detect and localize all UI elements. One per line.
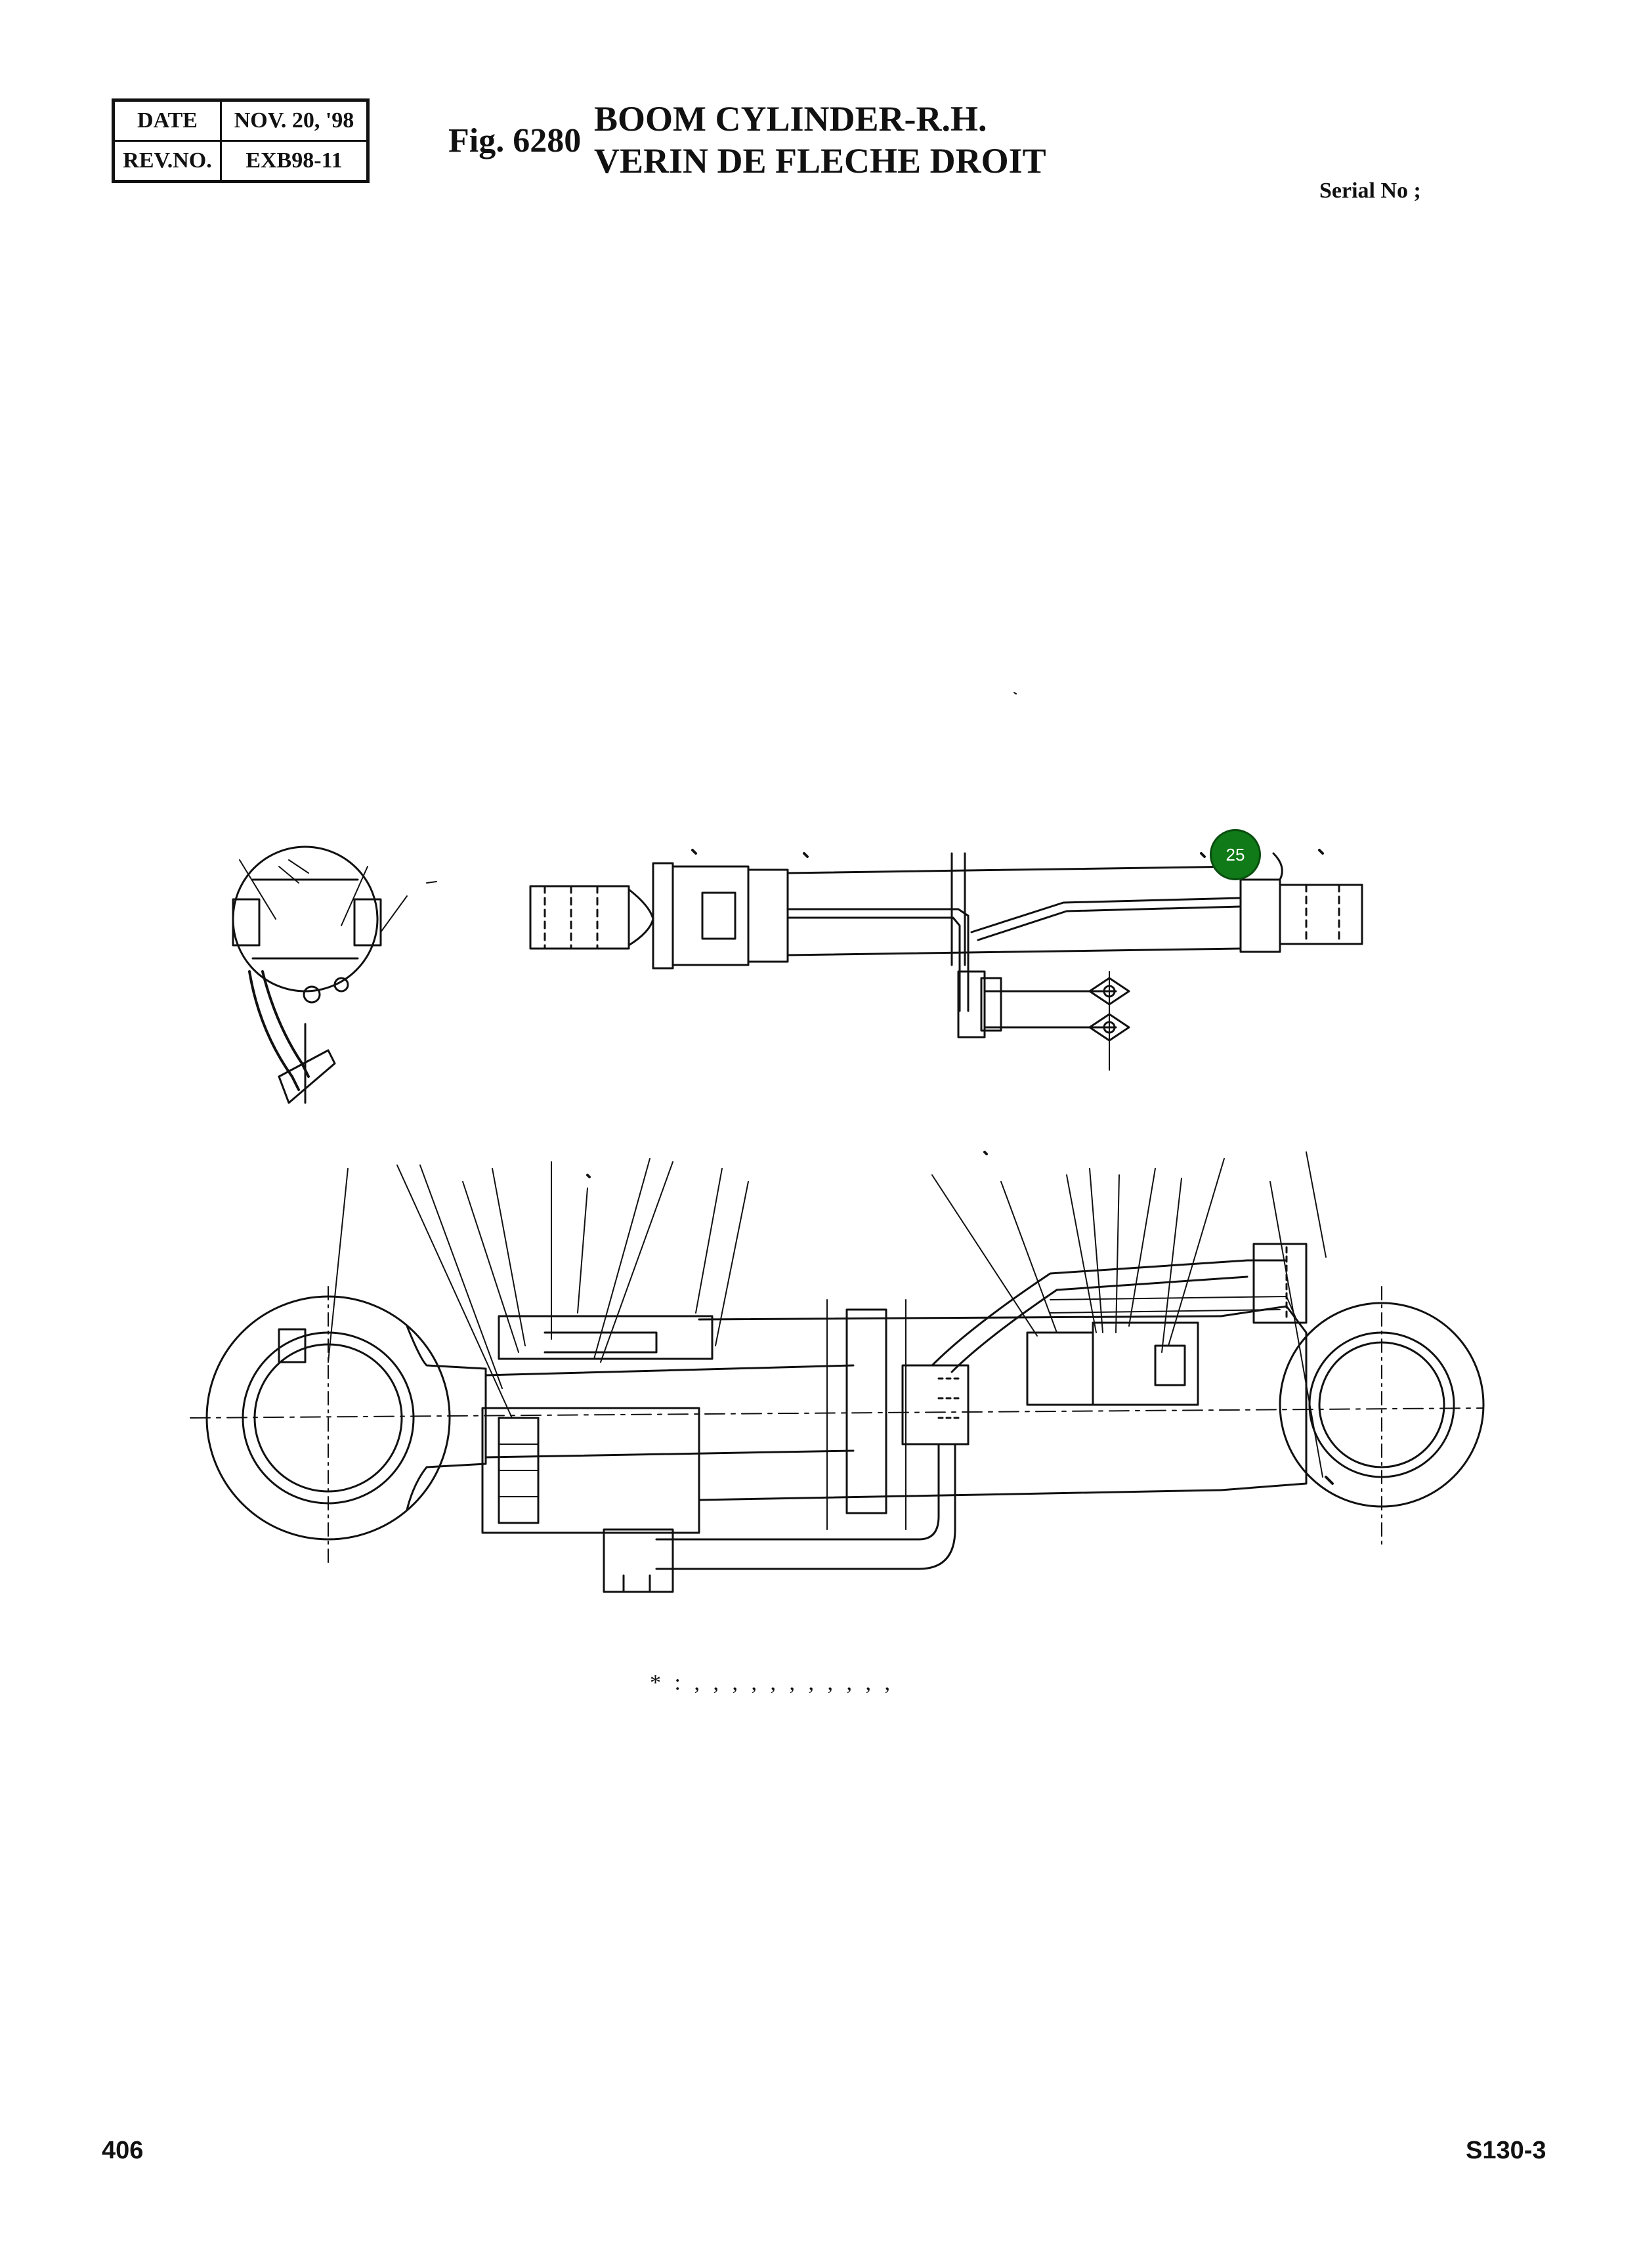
rev-value: EXB98-11 bbox=[220, 140, 369, 182]
revision-table: DATE NOV. 20, '98 REV.NO. EXB98-11 bbox=[112, 98, 370, 183]
revision-row-rev: REV.NO. EXB98-11 bbox=[112, 140, 369, 182]
model-code: S130-3 bbox=[1466, 2137, 1546, 2164]
date-value: NOV. 20, '98 bbox=[220, 99, 369, 142]
figure-number: Fig. 6280 bbox=[448, 122, 582, 160]
rev-label: REV.NO. bbox=[112, 140, 222, 182]
figure-title-french: VERIN DE FLECHE DROIT bbox=[594, 141, 1046, 181]
side-view-drawing bbox=[190, 1151, 1485, 1593]
end-view-drawing bbox=[232, 845, 437, 1104]
revision-row-date: DATE NOV. 20, '98 bbox=[112, 99, 369, 142]
callout-badge-25[interactable]: 25 bbox=[1210, 829, 1261, 880]
date-label: DATE bbox=[112, 99, 222, 142]
footnote: * : , , , , , , , , , , , bbox=[650, 1671, 894, 1695]
figure-title-english: BOOM CYLINDER-R.H. bbox=[594, 99, 987, 139]
serial-number-label: Serial No ; bbox=[1319, 179, 1421, 203]
page-number: 406 bbox=[102, 2137, 144, 2164]
top-view-drawing bbox=[529, 692, 1363, 1071]
